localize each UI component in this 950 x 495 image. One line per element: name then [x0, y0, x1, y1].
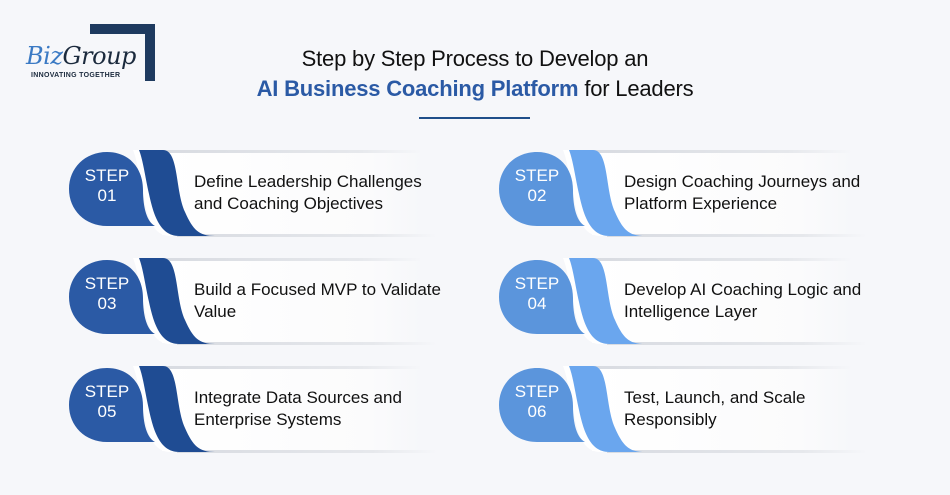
- title-line-2: AI Business Coaching Platform for Leader…: [0, 74, 950, 104]
- title-highlight: AI Business Coaching Platform: [256, 76, 579, 101]
- step-card-03: STEP 03 Build a Focused MVP to Validate …: [67, 258, 447, 348]
- step-label: STEP 02: [497, 166, 577, 206]
- step-number: 04: [527, 294, 547, 313]
- step-text: Develop AI Coaching Logic and Intelligen…: [624, 280, 862, 321]
- step-text: Define Leadership Challenges and Coachin…: [194, 172, 422, 213]
- step-number: 05: [97, 402, 117, 421]
- step-label: STEP 05: [67, 382, 147, 422]
- step-label: STEP 04: [497, 274, 577, 314]
- step-card-06: STEP 06 Test, Launch, and Scale Responsi…: [497, 366, 877, 456]
- logo-brand-part2: Group: [62, 42, 136, 70]
- step-badge-shape: [499, 258, 867, 345]
- step-card-02: STEP 02 Design Coaching Journeys and Pla…: [497, 150, 877, 240]
- step-word: STEP: [84, 166, 130, 185]
- step-word: STEP: [84, 382, 130, 401]
- step-word: STEP: [514, 382, 560, 401]
- step-card-04: STEP 04 Develop AI Coaching Logic and In…: [497, 258, 877, 348]
- step-description: Design Coaching Journeys and Platform Ex…: [624, 150, 874, 236]
- step-text: Build a Focused MVP to Validate Value: [194, 280, 441, 321]
- logo-frame-shape: [90, 24, 155, 81]
- page-title: Step by Step Process to Develop an AI Bu…: [0, 44, 950, 104]
- bizgroup-logo: BizGroup INNOVATING TOGETHER: [0, 0, 200, 90]
- logo-tagline: INNOVATING TOGETHER: [31, 72, 124, 79]
- step-description: Test, Launch, and Scale Responsibly: [624, 366, 874, 452]
- logo-wordmark: BizGroup: [26, 42, 138, 70]
- step-badge-shape: [69, 150, 437, 237]
- step-text: Integrate Data Sources and Enterprise Sy…: [194, 388, 402, 429]
- step-card-01: STEP 01 Define Leadership Challenges and…: [67, 150, 447, 240]
- step-description: Define Leadership Challenges and Coachin…: [194, 150, 444, 236]
- title-divider: [419, 117, 530, 119]
- step-text: Test, Launch, and Scale Responsibly: [624, 388, 806, 429]
- step-badge-shape: [69, 366, 437, 453]
- step-number: 02: [527, 186, 547, 205]
- title-line-1: Step by Step Process to Develop an: [301, 46, 649, 71]
- step-label: STEP 01: [67, 166, 147, 206]
- logo-brand-part1: Biz: [26, 42, 63, 70]
- step-label: STEP 03: [67, 274, 147, 314]
- step-description: Develop AI Coaching Logic and Intelligen…: [624, 258, 874, 344]
- step-card-05: STEP 05 Integrate Data Sources and Enter…: [67, 366, 447, 456]
- step-word: STEP: [514, 274, 560, 293]
- step-number: 06: [527, 402, 547, 421]
- step-number: 03: [97, 294, 117, 313]
- step-badge-shape: [499, 150, 867, 237]
- step-badge-shape: [69, 258, 437, 345]
- step-word: STEP: [84, 274, 130, 293]
- step-number: 01: [97, 186, 117, 205]
- step-description: Integrate Data Sources and Enterprise Sy…: [194, 366, 444, 452]
- step-text: Design Coaching Journeys and Platform Ex…: [624, 172, 861, 213]
- step-word: STEP: [514, 166, 560, 185]
- title-suffix: for Leaders: [578, 76, 694, 101]
- step-description: Build a Focused MVP to Validate Value: [194, 258, 444, 344]
- step-badge-shape: [499, 366, 867, 453]
- step-label: STEP 06: [497, 382, 577, 422]
